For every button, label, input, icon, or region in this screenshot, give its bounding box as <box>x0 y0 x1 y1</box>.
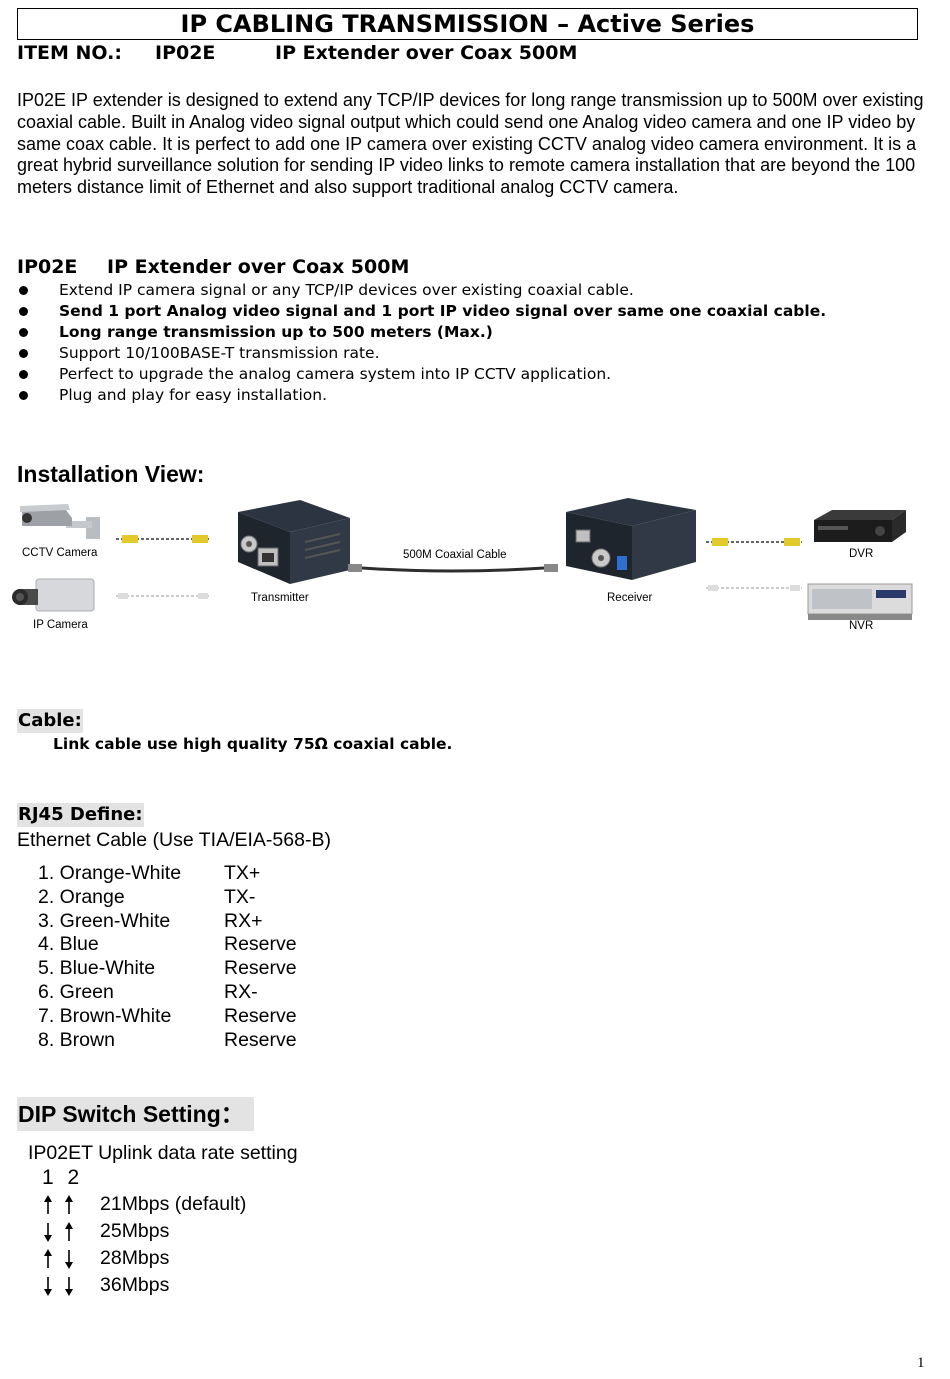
bullet-icon <box>19 349 28 358</box>
pin-row: 7. Brown-White Reserve <box>38 1005 297 1029</box>
bullet-icon <box>19 328 28 337</box>
feature-item: Send 1 port Analog video signal and 1 po… <box>17 301 826 322</box>
pin-name: 4. Blue <box>38 933 99 956</box>
item-code: IP02E <box>155 42 216 64</box>
bullet-icon <box>19 370 28 379</box>
feature-item: Perfect to upgrade the analog camera sys… <box>17 364 826 385</box>
receiver-icon <box>566 498 696 580</box>
pin-name: 2. Orange <box>38 885 125 908</box>
pin-row: 6. Green RX- <box>38 981 297 1005</box>
data-rate: 36Mbps <box>100 1274 170 1296</box>
cable-heading: Cable: <box>17 709 83 733</box>
pin-signal: Reserve <box>224 957 297 980</box>
ethernet-cable-right-icon <box>706 585 802 591</box>
feature-item-text: Support 10/100BASE-T transmission rate. <box>59 344 380 362</box>
dvr-label: DVR <box>849 548 874 560</box>
arrow-down-icon <box>44 1277 52 1296</box>
dip-switch-heading: DIP Switch Setting： <box>17 1097 254 1131</box>
arrow-down-icon <box>44 1223 52 1242</box>
feature-item-text: Send 1 port Analog video signal and 1 po… <box>59 302 827 320</box>
pin-row: 5. Blue-White Reserve <box>38 957 297 981</box>
arrow-down-icon <box>65 1250 73 1269</box>
rj45-heading: RJ45 Define: <box>17 803 144 827</box>
nvr-label: NVR <box>849 620 874 632</box>
pin-name: 6. Green <box>38 980 114 1003</box>
coax-cable-icon <box>348 564 558 573</box>
feature-item-text: Long range transmission up to 500 meters… <box>59 323 493 341</box>
data-rate: 21Mbps (default) <box>100 1193 247 1215</box>
intro-paragraph: IP02E IP extender is designed to extend … <box>17 90 924 198</box>
feature-item: Support 10/100BASE-T transmission rate. <box>17 343 826 364</box>
nvr-icon <box>807 583 913 620</box>
ip-camera-label: IP Camera <box>33 619 88 631</box>
pin-row: 3. Green-White RX+ <box>38 910 297 934</box>
feature-item: Extend IP camera signal or any TCP/IP de… <box>17 280 826 301</box>
pin-signal: RX+ <box>224 909 263 932</box>
arrow-down-icon <box>65 1277 73 1296</box>
feature-item-text: Plug and play for easy installation. <box>59 386 328 404</box>
feature-list: Extend IP camera signal or any TCP/IP de… <box>17 280 826 406</box>
pin-row: 4. Blue Reserve <box>38 933 297 957</box>
pin-signal: Reserve <box>224 933 297 956</box>
bullet-icon <box>19 286 28 295</box>
page-number: 1 <box>917 1355 925 1371</box>
cctv-camera-icon <box>20 504 100 539</box>
pin-signal: TX- <box>224 885 256 908</box>
receiver-label: Receiver <box>607 592 653 604</box>
installation-heading: Installation View: <box>17 461 205 487</box>
item-description: IP Extender over Coax 500M <box>275 42 578 64</box>
coax-cable-label: 500M Coaxial Cable <box>403 549 507 561</box>
ip-camera-icon <box>12 578 95 612</box>
dip-switch-numbers: 1 2 <box>42 1166 84 1189</box>
item-number-line: ITEM NO.: IP02E IP Extender over Coax 500M <box>17 41 577 67</box>
feature-item: Long range transmission up to 500 meters… <box>17 322 826 343</box>
document-title: IP CABLING TRANSMISSION – Active Series <box>17 8 918 40</box>
pin-name: 7. Brown-White <box>38 1004 172 1027</box>
arrow-up-icon <box>65 1222 73 1241</box>
transmitter-icon <box>238 500 350 584</box>
data-rate: 28Mbps <box>100 1247 170 1269</box>
ethernet-cable-left-icon <box>116 593 210 599</box>
pin-name: 8. Brown <box>38 1028 115 1051</box>
arrow-up-icon <box>65 1195 73 1214</box>
pin-signal: Reserve <box>224 1028 297 1051</box>
pin-name: 3. Green-White <box>38 909 171 932</box>
bullet-icon <box>19 307 28 316</box>
cctv-camera-label: CCTV Camera <box>22 547 98 559</box>
rca-cable-right-icon <box>706 538 802 546</box>
bullet-icon <box>19 391 28 400</box>
feature-heading: IP02E IP Extender over Coax 500M <box>17 255 409 279</box>
rca-cable-left-icon <box>116 535 210 543</box>
pin-name: 1. Orange-White <box>38 862 182 884</box>
feature-heading-code: IP02E <box>17 256 78 278</box>
dip-switch-subtitle: IP02ET Uplink data rate setting <box>28 1142 298 1164</box>
installation-diagram: CCTV Camera IP Camera Transmitter 500M C… <box>0 490 950 650</box>
ethernet-standard: Ethernet Cable (Use TIA/EIA-568-B) <box>17 829 331 851</box>
pin-name: 5. Blue-White <box>38 957 156 980</box>
feature-item-text: Extend IP camera signal or any TCP/IP de… <box>59 281 634 299</box>
pin-row: 1. Orange-White TX+ <box>38 862 297 886</box>
feature-item-text: Perfect to upgrade the analog camera sys… <box>59 365 612 383</box>
pin-signal: RX- <box>224 980 258 1003</box>
arrow-up-icon <box>44 1195 52 1214</box>
feature-heading-desc: IP Extender over Coax 500M <box>107 256 410 278</box>
transmitter-label: Transmitter <box>251 592 309 604</box>
pin-signal: Reserve <box>224 1004 297 1027</box>
dvr-icon <box>814 510 906 542</box>
arrow-up-icon <box>44 1249 52 1268</box>
cable-description: Link cable use high quality 75Ω coaxial … <box>53 735 453 753</box>
data-rate: 25Mbps <box>100 1220 170 1242</box>
pin-row: 2. Orange TX- <box>38 886 297 910</box>
item-number-label: ITEM NO.: <box>17 42 122 64</box>
feature-item: Plug and play for easy installation. <box>17 385 826 406</box>
pin-row: 8. Brown Reserve <box>38 1029 297 1053</box>
pin-signal: TX+ <box>224 862 261 884</box>
